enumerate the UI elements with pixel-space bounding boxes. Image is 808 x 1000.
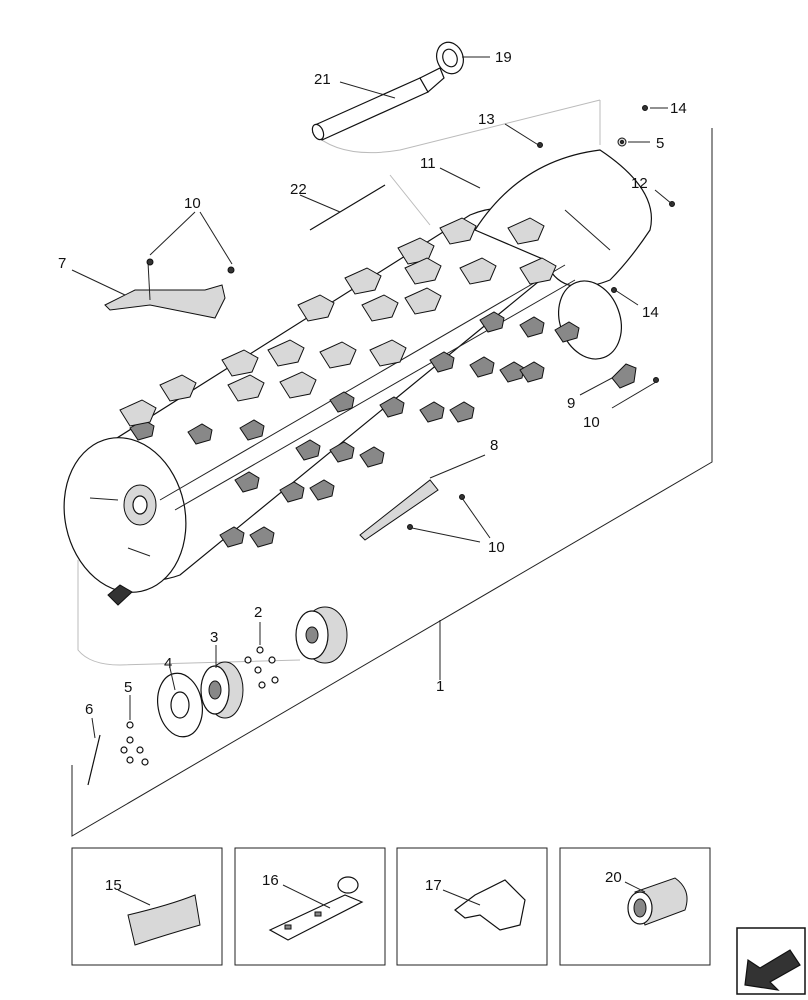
rod-22 [309,184,386,231]
callout-10a: 10 [184,195,201,212]
rotor-drum [63,149,652,606]
callout-11: 11 [420,155,436,172]
callout-2: 2 [254,604,262,621]
callout-1: 1 [436,678,444,695]
box-15 [71,847,223,966]
callout-12: 12 [631,175,648,192]
arrow-down-left-icon[interactable] [736,927,806,995]
box-17 [396,847,548,966]
callout-10c: 10 [488,539,505,556]
callout-17: 17 [425,877,442,894]
callout-20: 20 [605,869,622,886]
callout-5b: 5 [656,135,664,152]
callout-10b: 10 [583,414,600,431]
callout-8: 8 [490,437,498,454]
callout-13: 13 [478,111,495,128]
callout-labels: 1 2 3 4 5 5 6 7 8 9 10 10 10 11 12 13 14… [58,49,687,894]
callout-9: 9 [567,395,575,412]
leader-lines [71,56,673,739]
callout-21: 21 [314,71,331,88]
bracket-9 [611,363,659,389]
callout-16: 16 [262,872,279,889]
box-16 [234,847,386,966]
callout-6: 6 [85,701,93,718]
accessory-boxes [71,847,711,966]
callout-14a: 14 [670,100,687,117]
callout-3: 3 [210,629,218,646]
seal-ring-19 [436,41,464,75]
callout-19: 19 [495,49,512,66]
callout-4: 4 [164,655,172,672]
callout-5a: 5 [124,679,132,696]
callout-7: 7 [58,255,66,272]
box-20 [559,847,711,966]
guide-plate-7 [104,258,235,319]
hub-parts [87,606,348,786]
callout-15: 15 [105,877,122,894]
rotor-knives [119,217,580,548]
callout-14b: 14 [642,304,659,321]
shaft-21 [311,67,445,141]
bar-8 [359,479,465,541]
assembly-frame [71,128,713,837]
callout-22: 22 [290,181,307,198]
